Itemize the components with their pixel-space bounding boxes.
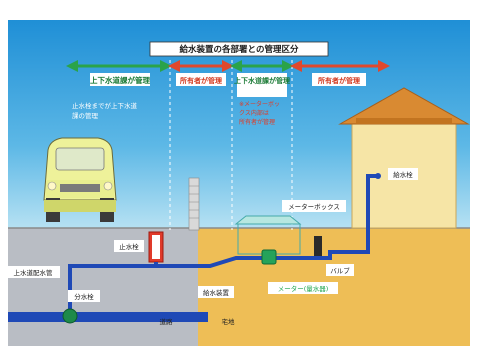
zone-bureau-2: 上下水道課が管理 (234, 76, 290, 85)
road-ground (8, 228, 198, 346)
zone-owner-1: 所有者が管理 (180, 76, 222, 85)
label-branch-valve: 分水栓 (74, 292, 94, 301)
meter-note-1: ※メーターボッ (239, 100, 280, 108)
meter-note-3: 所有者が管理 (239, 118, 275, 126)
label-meter-box: メーターボックス (288, 202, 340, 211)
branch-valve-icon (62, 308, 78, 324)
label-supply-pipe: 給水装置 (203, 288, 230, 297)
diagram-title: 給水装置の各部署との管理区分 (180, 44, 299, 55)
label-road: 道路 (160, 317, 174, 326)
label-main-pipe: 上水道配水管 (14, 268, 54, 277)
label-stop-valve: 止水栓 (119, 242, 139, 251)
valve-icon (314, 236, 322, 256)
label-valve: バルブ (330, 266, 350, 275)
label-site: 宅地 (222, 317, 236, 326)
meter-note-2: クス内部は (239, 109, 269, 117)
zone-bureau-1: 上下水道課が管理 (90, 75, 150, 85)
title-box (149, 41, 329, 57)
main-pipe (8, 312, 208, 322)
faucet-icon (375, 173, 381, 179)
zone-label-box-1 (90, 73, 150, 86)
zone-owner-2: 所有者が管理 (318, 76, 360, 85)
zone-label-box-3 (237, 73, 287, 97)
note-up-to-meter-2: 課の管理 (72, 111, 99, 120)
meter-icon (261, 249, 277, 265)
zone-label-box-4 (312, 73, 366, 86)
boundary-pole (188, 177, 200, 231)
label-faucet: 給水栓 (393, 170, 413, 179)
house-illustration (338, 87, 470, 229)
note-up-to-meter-1: 止水栓までが上下水道 (72, 101, 138, 110)
zone-label-box-2 (176, 73, 226, 86)
car-illustration (43, 137, 117, 222)
label-meter: メーター(量水器) (278, 284, 329, 293)
